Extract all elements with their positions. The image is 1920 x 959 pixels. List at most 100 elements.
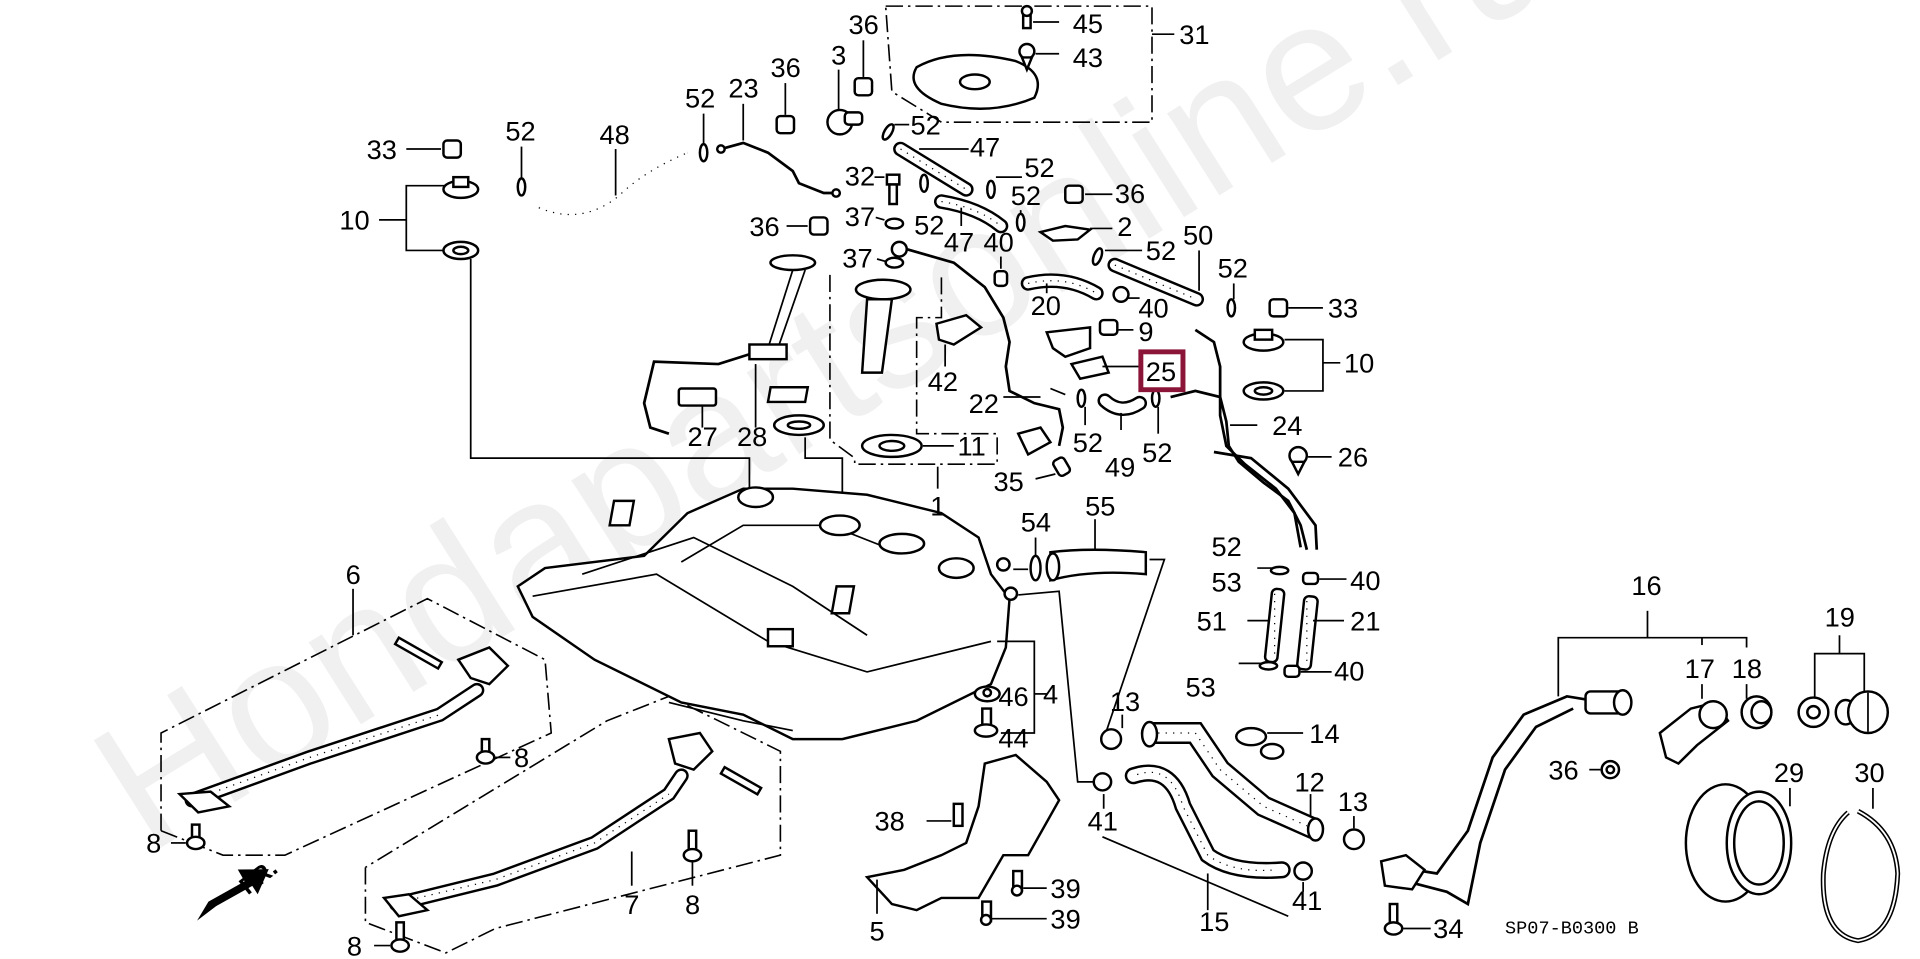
callout-55[interactable]: 55 (1085, 492, 1115, 522)
callout-48[interactable]: 48 (600, 120, 630, 150)
callout-25-highlighted[interactable]: 25 (1138, 349, 1186, 393)
callout-6[interactable]: 6 (346, 560, 361, 590)
callout-42[interactable]: 42 (928, 367, 958, 397)
callout-24[interactable]: 24 (1272, 411, 1302, 441)
callout-54[interactable]: 54 (1021, 508, 1051, 538)
breather-hose-15 (1124, 764, 1291, 879)
callout-15[interactable]: 15 (1199, 907, 1229, 937)
callout-5[interactable]: 5 (870, 917, 885, 947)
callout-2[interactable]: 2 (1117, 212, 1132, 242)
callout-30[interactable]: 30 (1854, 758, 1884, 788)
callout-47[interactable]: 47 (970, 133, 1000, 163)
callout-37[interactable]: 37 (845, 202, 875, 232)
callout-1[interactable]: 1 (930, 492, 945, 522)
bolt-32 (885, 173, 901, 206)
clip-52b (698, 142, 709, 163)
callout-46[interactable]: 46 (998, 682, 1028, 712)
callout-22[interactable]: 22 (969, 389, 999, 419)
callout-32[interactable]: 32 (845, 162, 875, 192)
callout-10[interactable]: 10 (1344, 349, 1374, 379)
callout-8[interactable]: 8 (685, 890, 700, 920)
callout-17[interactable]: 17 (1685, 654, 1715, 684)
callout-31[interactable]: 31 (1179, 20, 1209, 50)
callout-39[interactable]: 39 (1050, 905, 1080, 935)
fuel-pump (766, 278, 912, 404)
gasket-18 (1740, 695, 1773, 730)
fuel-tank (516, 486, 1019, 741)
callout-52[interactable]: 52 (1073, 428, 1103, 458)
callout-52[interactable]: 52 (910, 111, 940, 141)
callout-47[interactable]: 47 (944, 228, 974, 258)
callout-38[interactable]: 38 (875, 807, 905, 837)
callout-40[interactable]: 40 (1138, 294, 1168, 324)
callout-51[interactable]: 51 (1197, 607, 1227, 637)
callout-52[interactable]: 52 (1011, 181, 1041, 211)
callout-11[interactable]: 11 (958, 432, 986, 462)
callout-52[interactable]: 52 (1218, 253, 1248, 283)
callout-14[interactable]: 14 (1309, 719, 1339, 749)
callout-52[interactable]: 52 (1211, 532, 1241, 562)
highlight-box (1138, 349, 1186, 393)
callout-50[interactable]: 50 (1183, 220, 1213, 250)
callout-3[interactable]: 3 (831, 41, 846, 71)
callout-53[interactable]: 53 (1211, 567, 1241, 597)
callout-45[interactable]: 45 (1073, 9, 1103, 39)
callout-8[interactable]: 8 (347, 932, 362, 959)
callout-27[interactable]: 27 (687, 422, 717, 452)
callout-39[interactable]: 39 (1050, 874, 1080, 904)
callout-19[interactable]: 19 (1825, 603, 1855, 633)
callout-40[interactable]: 40 (1334, 657, 1364, 687)
callout-52[interactable]: 52 (685, 84, 715, 114)
callout-53[interactable]: 53 (1185, 673, 1215, 703)
callout-10[interactable]: 10 (339, 206, 369, 236)
callout-40[interactable]: 40 (1350, 566, 1380, 596)
callout-36[interactable]: 36 (849, 10, 879, 40)
callout-52[interactable]: 52 (505, 117, 535, 147)
callout-33[interactable]: 33 (367, 135, 397, 165)
callout-23[interactable]: 23 (728, 74, 758, 104)
clip-26 (1288, 445, 1309, 477)
callout-9[interactable]: 9 (1138, 317, 1153, 347)
callout-21[interactable]: 21 (1350, 607, 1380, 637)
callout-52[interactable]: 52 (1024, 153, 1054, 183)
callout-37[interactable]: 37 (842, 244, 872, 274)
callout-8[interactable]: 8 (514, 743, 529, 773)
callout-12[interactable]: 12 (1294, 768, 1324, 798)
callout-34[interactable]: 34 (1433, 914, 1463, 944)
callout-36[interactable]: 36 (1548, 756, 1578, 786)
gasket-10a-lower (442, 240, 480, 261)
callout-49[interactable]: 49 (1105, 453, 1135, 483)
callout-35[interactable]: 35 (993, 467, 1023, 497)
group-bracket-7 (364, 695, 782, 954)
clip-40a (993, 269, 1009, 288)
callout-7[interactable]: 7 (624, 890, 639, 920)
clip-52i (1076, 388, 1087, 409)
callout-26[interactable]: 26 (1338, 443, 1368, 473)
callout-36[interactable]: 36 (770, 53, 800, 83)
callout-13[interactable]: 13 (1110, 687, 1140, 717)
callout-43[interactable]: 43 (1073, 43, 1103, 73)
callout-4[interactable]: 4 (1043, 680, 1058, 710)
callout-8[interactable]: 8 (146, 829, 161, 859)
callout-41[interactable]: 41 (1088, 807, 1118, 837)
callout-16[interactable]: 16 (1631, 571, 1661, 601)
callout-29[interactable]: 29 (1774, 758, 1804, 788)
callout-36[interactable]: 36 (749, 212, 779, 242)
callout-20[interactable]: 20 (1031, 291, 1061, 321)
callout-25[interactable]: 25 (1146, 357, 1176, 387)
callout-40[interactable]: 40 (984, 228, 1014, 258)
callout-28[interactable]: 28 (737, 422, 767, 452)
fuel-cap-19 (1834, 690, 1890, 735)
callout-18[interactable]: 18 (1732, 654, 1762, 684)
callout-52[interactable]: 52 (1146, 236, 1176, 266)
diagram-code: SP07-B0300 B (1505, 918, 1639, 939)
callout-52[interactable]: 52 (1142, 438, 1172, 468)
callout-41[interactable]: 41 (1292, 886, 1322, 916)
callout-52[interactable]: 52 (914, 211, 944, 241)
nut-36b (775, 114, 796, 135)
callout-36[interactable]: 36 (1115, 179, 1145, 209)
callout-33[interactable]: 33 (1328, 294, 1358, 324)
callout-13[interactable]: 13 (1338, 787, 1368, 817)
callout-44[interactable]: 44 (998, 724, 1028, 754)
